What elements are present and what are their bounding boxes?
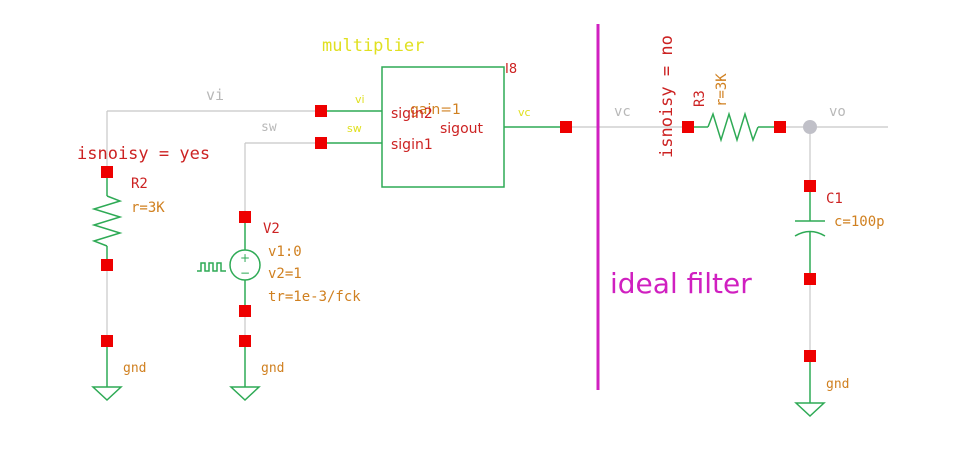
pin-v2-bottom[interactable] [239, 305, 251, 317]
multiplier-pin-sigout: sigout [440, 121, 484, 137]
pin-r2-top[interactable] [101, 166, 113, 178]
pin-ground-c1[interactable] [804, 350, 816, 362]
multiplier-gain-param: gain=1 [410, 102, 461, 118]
ground-v2-label: gnd [261, 361, 284, 376]
isnoisy-yes-annotation: isnoisy = yes [77, 144, 210, 164]
ground-c1-label: gnd [826, 377, 849, 392]
pin-ground-r2[interactable] [101, 335, 113, 347]
cell-label-multiplier: multiplier [322, 36, 424, 56]
r3-zigzag [707, 111, 759, 143]
ground-icon [229, 386, 261, 402]
net-label-vo: vo [829, 104, 846, 120]
net-label-vi: vi [206, 86, 224, 104]
pin-ground-v2[interactable] [239, 335, 251, 347]
v2-instance-name: V2 [263, 221, 280, 237]
pin-c1-bottom[interactable] [804, 273, 816, 285]
v2-param-v1: v1:0 [268, 244, 302, 260]
ground-c1[interactable]: gnd [794, 356, 849, 418]
c1-capacitance-param: c=100p [834, 214, 885, 230]
voltage-source-v2[interactable]: + − V2 v1:0 v2=1 tr=1e-3/fck [197, 217, 361, 311]
c1-plate-bottom [794, 230, 826, 237]
v2-param-v2: v2=1 [268, 266, 302, 282]
r2-instance-name: R2 [131, 176, 148, 192]
r3-instance-name: R3 [692, 90, 708, 107]
r2-resistance-param: r=3K [131, 200, 165, 216]
pin-sigout[interactable] [560, 121, 572, 133]
r3-resistance-param: r=3K [714, 73, 730, 107]
pin-sigin1[interactable] [315, 137, 327, 149]
pin-r3-right[interactable] [774, 121, 786, 133]
pin-r3-left[interactable] [682, 121, 694, 133]
isnoisy-no-annotation: isnoisy = no [657, 35, 677, 158]
pin-sigin2[interactable] [315, 105, 327, 117]
pin-c1-top[interactable] [804, 180, 816, 192]
v2-param-tr: tr=1e-3/fck [268, 289, 361, 305]
ground-r2[interactable]: gnd [91, 341, 146, 402]
multiplier-term-vi: vi [355, 93, 365, 106]
ground-r2-label: gnd [123, 361, 146, 376]
multiplier-pin-sigin2: sigin2 [391, 106, 433, 122]
pin-r2-bottom[interactable] [101, 259, 113, 271]
ground-icon [794, 402, 826, 418]
ground-v2[interactable]: gnd [229, 341, 284, 402]
multiplier-pin-sigin1: sigin1 [391, 137, 433, 153]
net-label-sw: sw [261, 120, 277, 135]
ideal-filter-label: ideal filter [610, 267, 752, 300]
resistor-r3[interactable]: R3 r=3K [688, 73, 780, 143]
r2-zigzag [91, 195, 123, 247]
pin-v2-top[interactable] [239, 211, 251, 223]
multiplier-term-sw: sw [347, 122, 362, 135]
net-label-vc: vc [614, 104, 631, 120]
c1-instance-name: C1 [826, 191, 843, 207]
junction-node-vo[interactable] [803, 120, 817, 134]
multiplier-term-vc: vc [518, 106, 531, 119]
pulse-waveform-icon [197, 262, 226, 272]
capacitor-c1[interactable]: C1 c=100p [794, 186, 885, 279]
v2-minus-sign: − [240, 266, 250, 280]
ground-icon [91, 386, 123, 402]
multiplier-instance-name: I8 [505, 62, 517, 77]
resistor-r2[interactable]: R2 r=3K [91, 172, 165, 265]
v2-plus-sign: + [240, 251, 250, 265]
wire-vi[interactable] [106, 110, 321, 172]
multiplier-block[interactable]: I8 gain=1 sigin2 sigin1 sigout vi sw vc [321, 62, 566, 188]
wire-sw[interactable] [244, 142, 321, 217]
wire-vo[interactable] [780, 126, 888, 186]
